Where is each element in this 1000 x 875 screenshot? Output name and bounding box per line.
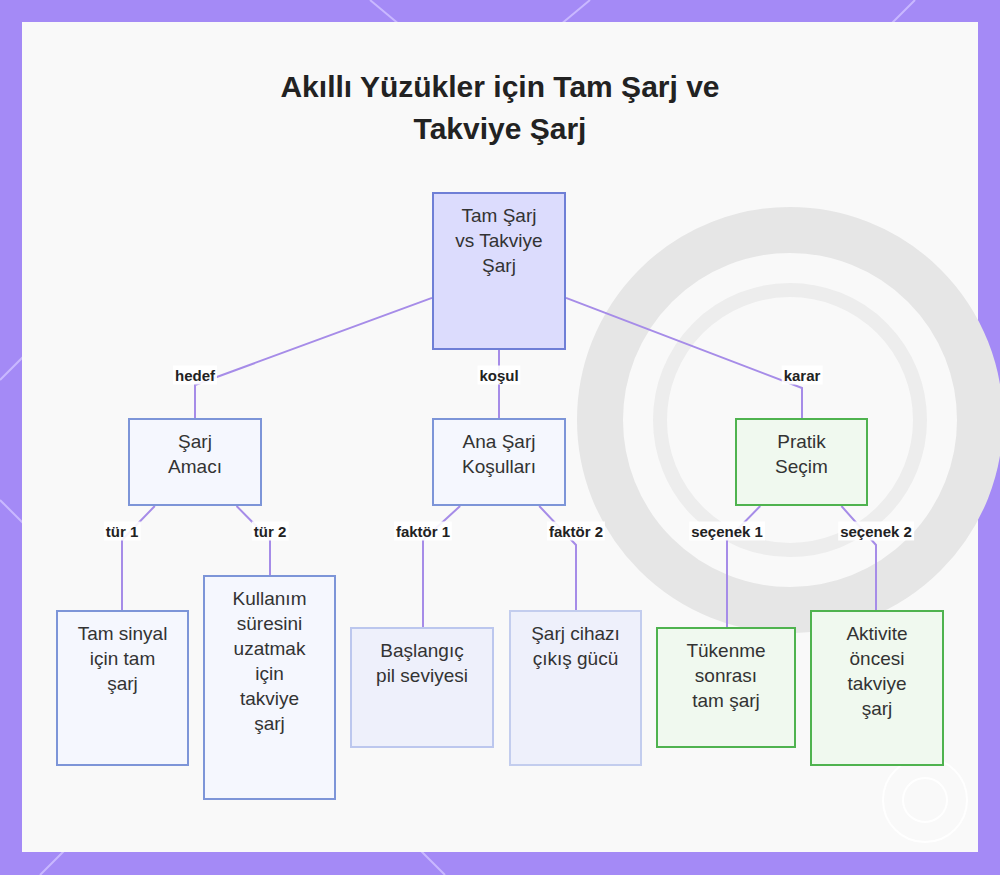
leaf-box: Kullanım süresini uzatmak için takviye ş… — [203, 575, 336, 800]
edge-label: tür 1 — [104, 522, 141, 541]
edge-label: faktör 1 — [394, 522, 452, 541]
decision-box: Pratik Seçim — [735, 418, 868, 506]
edge-label: faktör 2 — [547, 522, 605, 541]
ring-illustration — [660, 290, 920, 550]
node-label: Kullanım süresini uzatmak için takviye ş… — [228, 586, 312, 736]
ornament-line — [40, 850, 65, 875]
node-label: Tükenme sonrası tam şarj — [680, 638, 772, 713]
leaf-box: Tam sinyal için tam şarj — [56, 610, 189, 766]
node-label: Şarj cihazı çıkış gücü — [528, 621, 624, 671]
ornament-line — [560, 0, 590, 25]
connector — [237, 506, 270, 575]
option-box: Tükenme sonrası tam şarj — [656, 627, 796, 748]
panel — [22, 22, 978, 852]
node-label: Başlangıç pil seviyesi — [374, 638, 470, 688]
edge-label: karar — [782, 366, 823, 385]
edge-label: seçenek 1 — [689, 522, 765, 541]
ornament-line — [370, 0, 400, 25]
edge-label: koşul — [477, 366, 520, 385]
ring-illustration — [600, 230, 980, 610]
category-box: Şarj Amacı — [128, 418, 262, 506]
node-label: Pratik Seçim — [767, 429, 837, 479]
edge-label: seçenek 2 — [838, 522, 914, 541]
ornament-line — [420, 850, 445, 875]
edge-label: hedef — [173, 366, 217, 385]
ornament-line — [890, 0, 915, 25]
option-box: Aktivite öncesi takviye şarj — [810, 610, 944, 766]
root-box: Tam Şarj vs Takviye Şarj — [432, 192, 566, 350]
leaf-box: Başlangıç pil seviyesi — [350, 627, 494, 748]
node-label: Ana Şarj Koşulları — [449, 429, 549, 479]
logo-badge — [883, 758, 967, 842]
connector — [195, 298, 432, 418]
edge-label: tür 2 — [252, 522, 289, 541]
node-label: Tam Şarj vs Takviye Şarj — [453, 203, 545, 278]
node-label: Şarj Amacı — [160, 429, 230, 479]
connector — [566, 298, 802, 418]
leaf-box: Şarj cihazı çıkış gücü — [509, 610, 642, 766]
diagram-title: Akıllı Yüzükler için Tam Şarj ve Takviye… — [230, 66, 770, 150]
category-box: Ana Şarj Koşulları — [432, 418, 566, 506]
node-label: Aktivite öncesi takviye şarj — [831, 621, 923, 721]
node-label: Tam sinyal için tam şarj — [77, 621, 169, 696]
faded-photo — [22, 22, 978, 852]
logo-badge — [903, 778, 947, 822]
